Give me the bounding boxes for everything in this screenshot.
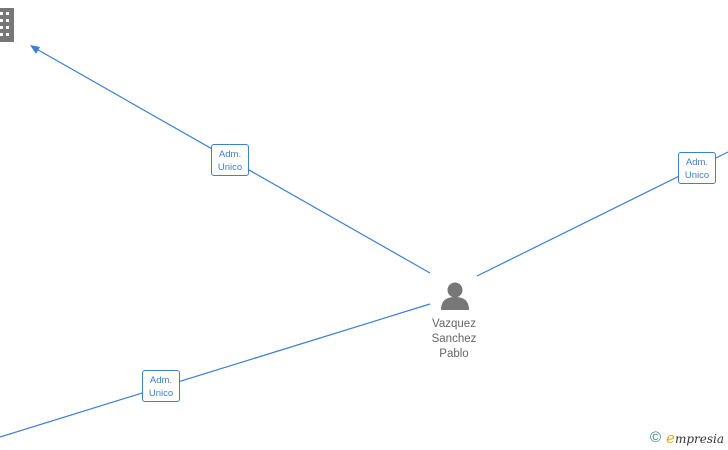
person-name-line-2: Sanchez [431,333,477,345]
watermark: © empresia [650,429,724,447]
copyright-icon: © [650,429,662,446]
edge-label-bottom-left[interactable]: Adm. Unico [142,370,180,402]
edge-label-role-detail: Unico [217,162,243,173]
edge-label-top-left[interactable]: Adm. Unico [211,144,249,176]
edge-label-role: Adm. [149,375,173,386]
edge-line-bottom-left [0,303,431,438]
person-name-line-3: Pablo [439,348,469,360]
edge-label-role: Adm. [685,157,709,168]
building-icon[interactable] [0,8,14,42]
brand-name: mpresia [674,431,725,446]
brand-logo: empresia [666,429,724,448]
person-icon[interactable] [441,282,469,311]
edge-label-right[interactable]: Adm. Unico [678,152,716,184]
edge-label-role-detail: Unico [684,170,710,181]
arrow-head-icon [30,45,40,54]
brand-initial: e [666,428,675,447]
edge-label-role: Adm. [218,149,242,160]
person-name-label[interactable]: Vazquez Sanchez Pablo [414,317,494,362]
edge-label-role-detail: Unico [148,388,174,399]
person-name-line-1: Vazquez [432,318,476,330]
